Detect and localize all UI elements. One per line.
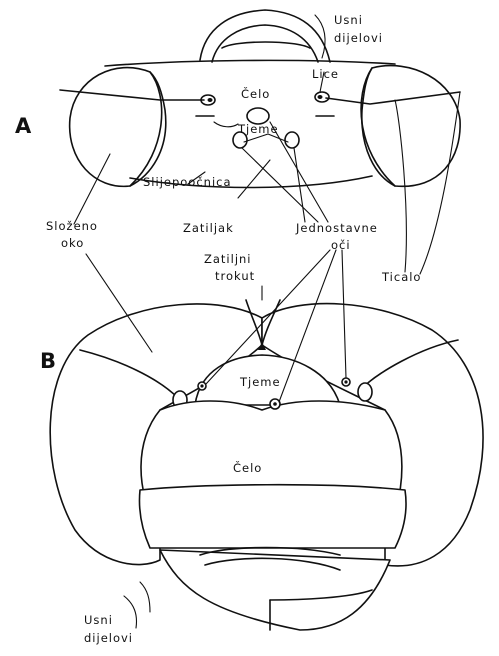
label-lice: Lice <box>312 67 339 81</box>
label-ticalo: Ticalo <box>381 270 421 284</box>
label-usni-a-line1: Usni <box>334 13 363 27</box>
label-tjeme-a: Tjeme <box>237 122 279 136</box>
label-usni-b-line1: Usni <box>84 613 113 627</box>
mouthparts-b <box>160 550 390 630</box>
compound-eye-right-a <box>361 66 460 187</box>
antenna-socket-right-a <box>315 92 334 116</box>
label-slijepoocnica: Slijepoočnica <box>143 175 232 189</box>
compound-eye-left-a <box>70 68 166 187</box>
label-celo-a: Čelo <box>241 86 270 101</box>
label-jednostavne-line1: Jednostavne <box>295 221 378 235</box>
antenna-right-a <box>326 92 460 104</box>
label-slozeno-line2: oko <box>61 236 84 250</box>
lateral-ocellus-right-a <box>285 132 299 148</box>
label-zatiljni-line2: trokut <box>215 269 255 283</box>
panel-label-a: A <box>15 114 32 138</box>
label-tjeme-b: Tjeme <box>239 375 281 389</box>
head-front-view <box>50 300 483 630</box>
label-usni-b-line2: dijelovi <box>84 631 133 645</box>
panel-label-b: B <box>40 349 56 373</box>
label-celo-b: Čelo <box>233 460 262 475</box>
label-zatiljni-line1: Zatiljni <box>204 252 252 266</box>
label-zatiljak: Zatiljak <box>183 221 234 235</box>
antenna-socket-left-a <box>196 95 215 116</box>
label-slozeno-line1: Složeno <box>46 219 98 233</box>
antenna-left-a <box>60 90 204 100</box>
label-jednostavne-line2: oči <box>331 238 351 252</box>
label-usni-a-line2: dijelovi <box>334 31 383 45</box>
